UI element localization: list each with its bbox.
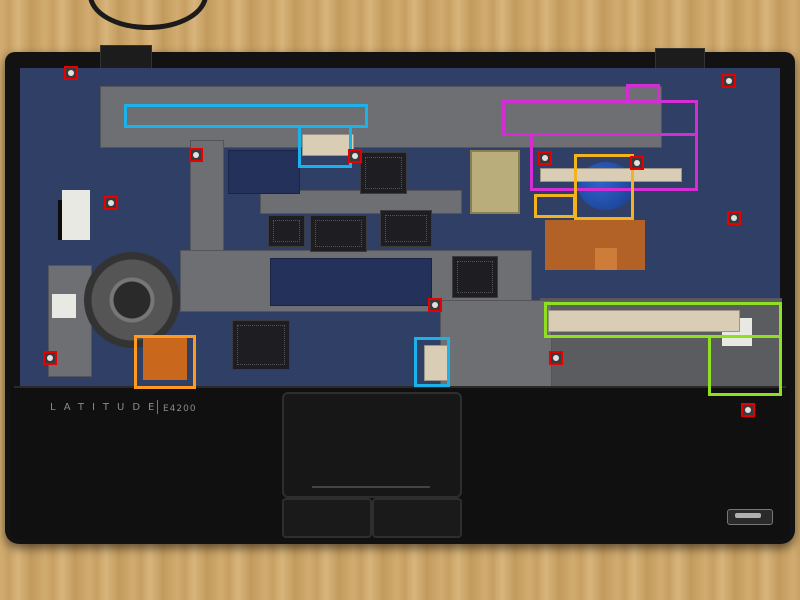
annotation-battery-box: [574, 154, 634, 220]
lime-ribbon-cable: [548, 310, 740, 332]
shield-bottom-center: [440, 300, 552, 388]
palm-rest-edge: [14, 386, 786, 388]
chip-b: [380, 210, 432, 247]
brand-separator: [157, 400, 158, 414]
screw-marker-icon: [64, 66, 78, 80]
annotation-led-connector-box: [298, 126, 352, 168]
screw-marker-icon: [630, 156, 644, 170]
screw-marker-icon: [741, 403, 755, 417]
chip-d: [452, 256, 498, 298]
touchpad: [282, 392, 462, 498]
vent-slot: [58, 200, 62, 240]
screw-marker-icon: [189, 148, 203, 162]
chip-e: [232, 320, 290, 370]
screw-marker-icon: [538, 151, 552, 165]
annotation-touchpad-cable-box: [414, 337, 450, 387]
touchpad-right-button: [372, 498, 462, 538]
led-board-ribbon: [302, 134, 354, 156]
annotation-lime-card-box: [708, 336, 782, 396]
orange-flex-cable: [143, 338, 187, 380]
chip-f: [268, 215, 305, 247]
screw-marker-icon: [722, 74, 736, 88]
screw-marker-icon: [549, 351, 563, 365]
white-label-bottom-left: [52, 294, 76, 318]
screw-marker-icon: [348, 149, 362, 163]
sim-card-slot: [470, 150, 520, 214]
orange-flex-cable-center: [545, 220, 645, 270]
touchpad-stripe: [312, 486, 430, 488]
screw-marker-icon: [428, 298, 442, 312]
chip-a: [310, 215, 367, 252]
chip-c: [360, 152, 407, 194]
connector-row: [270, 258, 432, 306]
chip-area-a: [228, 150, 300, 194]
fan-icon: [84, 252, 180, 348]
brand-logo-text: LATITUDE: [50, 402, 163, 413]
annotation-magenta-tab: [626, 84, 660, 104]
annotation-led-board-box: [124, 104, 368, 128]
annotation-magenta-board-box: [502, 100, 698, 136]
annotation-magenta-cable-box: [530, 136, 698, 191]
screw-marker-icon: [727, 211, 741, 225]
white-label-left: [62, 190, 90, 240]
screw-marker-icon: [43, 351, 57, 365]
model-number-text: E4200: [163, 404, 197, 414]
fingerprint-sensor: [735, 513, 761, 518]
touchpad-left-button: [282, 498, 372, 538]
annotation-battery-connector-box: [534, 194, 576, 218]
top-shield-plate: [100, 86, 662, 148]
annotation-orange-flex-box: [134, 335, 196, 389]
screw-marker-icon: [104, 196, 118, 210]
annotation-lime-cable-box: [544, 302, 782, 338]
